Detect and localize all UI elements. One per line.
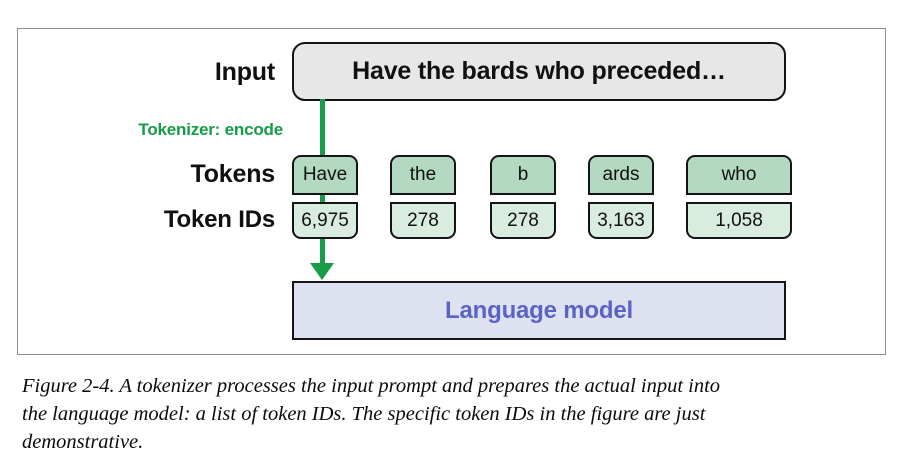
connector-line-token-to-id	[320, 193, 325, 204]
token-cell: the	[390, 155, 456, 195]
connector-line-input-to-token	[320, 99, 325, 157]
connector-line-id-to-model	[320, 237, 325, 267]
row-label-input: Input	[214, 58, 275, 86]
input-prompt-box: Have the bards who preceded…	[292, 42, 786, 101]
arrow-down-icon	[310, 263, 334, 280]
token-cell: Have	[292, 155, 358, 195]
token-ids-row: 6,975 278 278 3,163 1,058	[292, 202, 792, 239]
input-prompt-text: Have the bards who preceded…	[352, 57, 726, 85]
row-label-tokenizer-encode: Tokenizer: encode	[138, 120, 283, 139]
token-cell: who	[686, 155, 792, 195]
token-id-cell: 3,163	[588, 202, 654, 239]
language-model-label: Language model	[445, 296, 633, 324]
token-id-cell: 1,058	[686, 202, 792, 239]
token-cell: b	[490, 155, 556, 195]
figure-caption: Figure 2-4. A tokenizer processes the in…	[22, 375, 721, 453]
token-cell: ards	[588, 155, 654, 195]
token-id-cell: 6,975	[292, 202, 358, 239]
row-label-tokens: Tokens	[190, 160, 276, 188]
token-id-cell: 278	[390, 202, 456, 239]
language-model-box: Language model	[292, 281, 786, 340]
token-id-cell: 278	[490, 202, 556, 239]
row-label-token-ids: Token IDs	[163, 206, 275, 233]
